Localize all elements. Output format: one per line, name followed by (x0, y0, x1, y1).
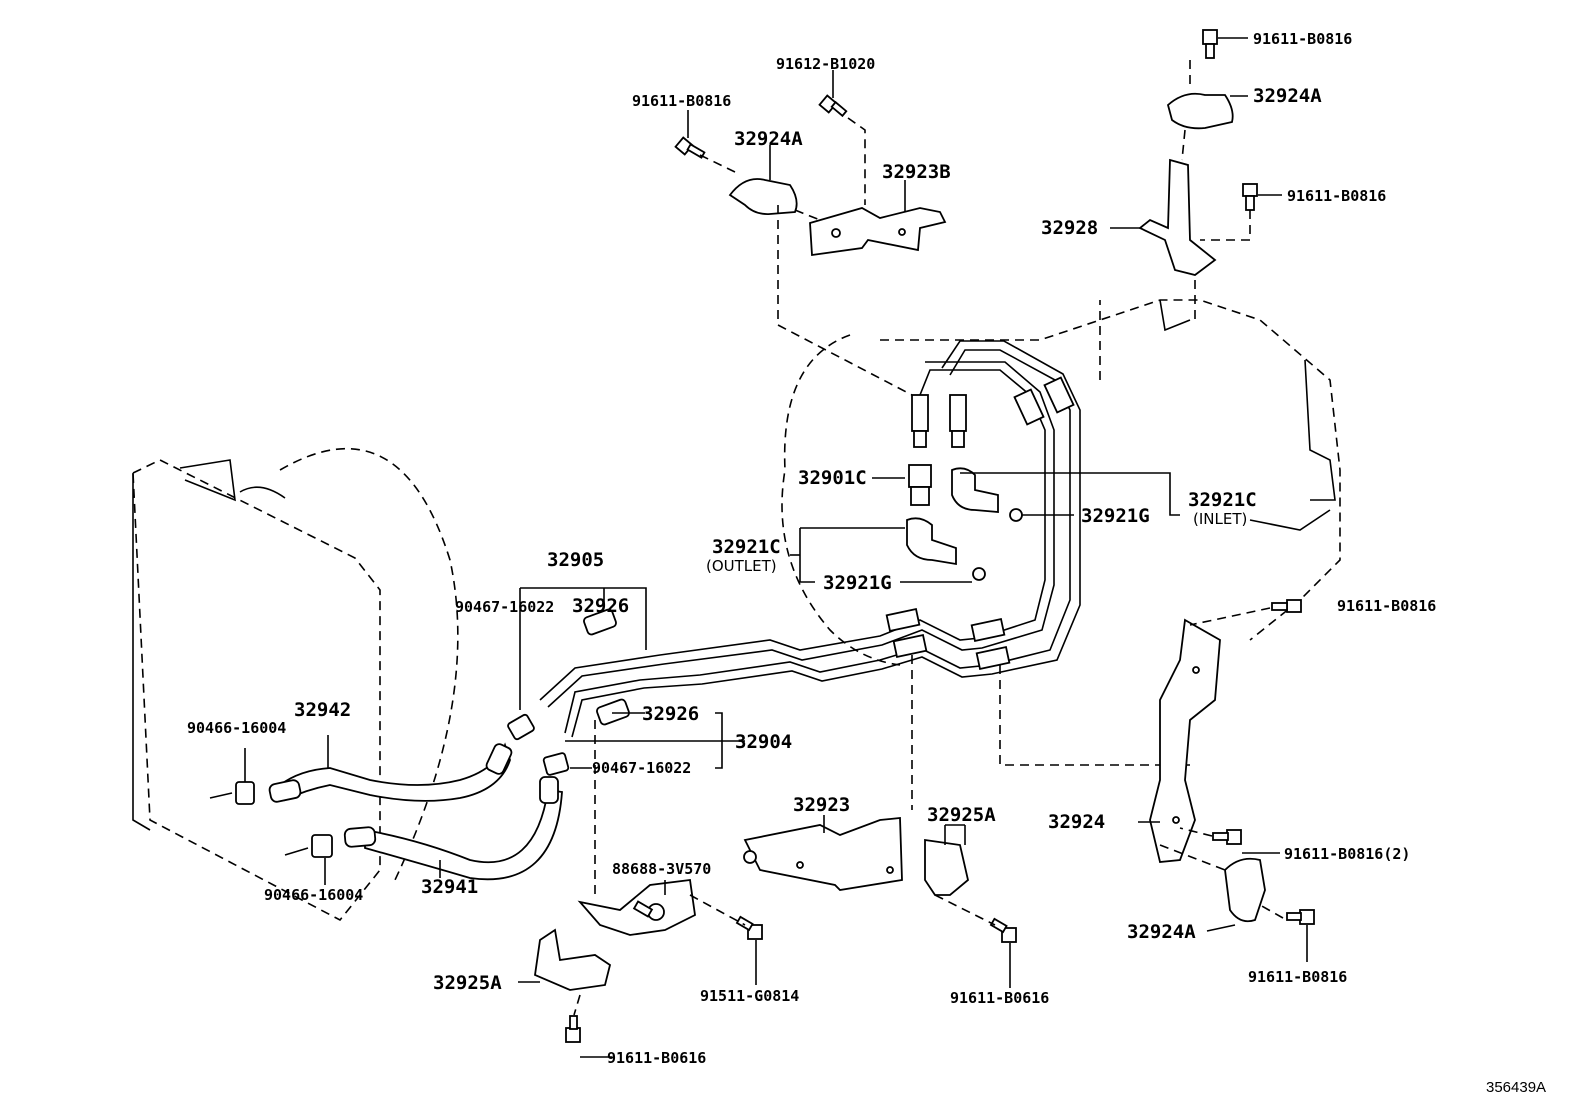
label-32926: 32926 (642, 703, 699, 725)
label-32926: 32926 (572, 595, 629, 617)
label-91611-b0816: 91611-B0816 (1253, 30, 1352, 48)
label-91611-b0816: 91611-B0816 (1287, 187, 1386, 205)
label-32924a: 32924A (734, 128, 803, 150)
leader-lines (244, 37, 1308, 1058)
label-32942: 32942 (294, 699, 351, 721)
part-labels: 91611-B0816 32924A 91612-B1020 91611-B08… (187, 30, 1546, 1096)
label-91611-b0816: 91611-B0816 (1337, 597, 1436, 615)
label-outlet: (OUTLET) (706, 557, 777, 575)
label-32923: 32923 (793, 794, 850, 816)
figure-reference: 356439A (1486, 1079, 1546, 1096)
bolts (565, 29, 1315, 1043)
label-32921c: 32921C (1188, 489, 1257, 511)
label-32941: 32941 (421, 876, 478, 898)
label-32925a: 32925A (433, 972, 502, 994)
label-32924: 32924 (1048, 811, 1105, 833)
mounting-lines (573, 60, 1284, 1016)
hoses (209, 608, 630, 881)
label-32923b: 32923B (882, 161, 951, 183)
label-91611-b0816-2: 91611-B0816(2) (1284, 845, 1410, 863)
label-32921g: 32921G (823, 572, 892, 594)
label-90467-16022: 90467-16022 (592, 759, 691, 777)
cooler-pipes (539, 340, 1081, 738)
transmission (781, 299, 1341, 766)
label-91611-b0616: 91611-B0616 (607, 1049, 706, 1067)
label-32924a: 32924A (1253, 85, 1322, 107)
label-32921g: 32921G (1081, 505, 1150, 527)
label-inlet: (INLET) (1193, 510, 1247, 528)
label-32901c: 32901C (798, 467, 867, 489)
label-91611-b0816: 91611-B0816 (632, 92, 731, 110)
label-88688-3v570: 88688-3V570 (612, 860, 711, 878)
label-32905: 32905 (547, 549, 604, 571)
label-32904: 32904 (735, 731, 792, 753)
label-32928: 32928 (1041, 217, 1098, 239)
label-32921c: 32921C (712, 536, 781, 558)
label-32925a: 32925A (927, 804, 996, 826)
label-91611-b0616: 91611-B0616 (950, 989, 1049, 1007)
label-90467-16022: 90467-16022 (455, 598, 554, 616)
label-91511-g0814: 91511-G0814 (700, 987, 799, 1005)
label-91612-b1020: 91612-B1020 (776, 55, 875, 73)
label-90466-16004: 90466-16004 (187, 719, 286, 737)
label-91611-b0816: 91611-B0816 (1248, 968, 1347, 986)
fittings (906, 394, 1023, 581)
radiator (132, 447, 459, 922)
brackets (534, 92, 1266, 991)
label-90466-16004: 90466-16004 (264, 886, 363, 904)
label-32924a: 32924A (1127, 921, 1196, 943)
